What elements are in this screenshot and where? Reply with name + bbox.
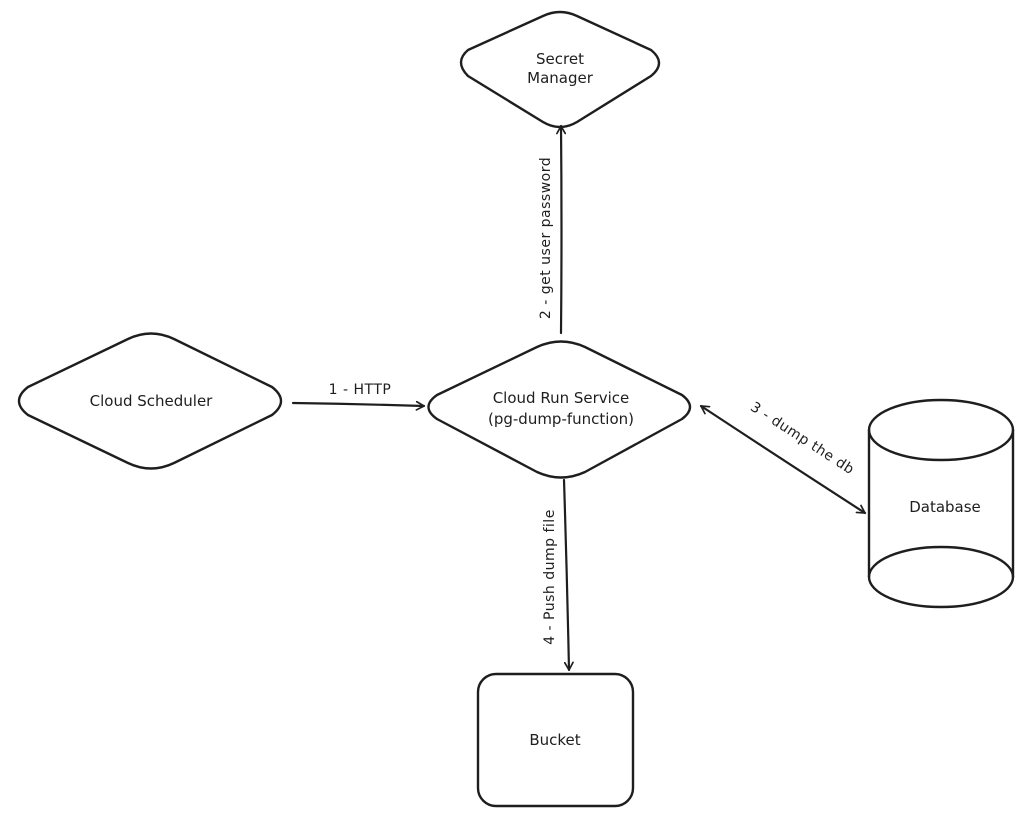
database-label: Database [909, 498, 981, 516]
edge-dump-db-label: 3 - dump the db [747, 399, 857, 478]
edge-http-label: 1 - HTTP [329, 382, 392, 398]
edge-dump-db[interactable]: 3 - dump the db [699, 399, 867, 515]
secret-manager-label-line1: Secret [536, 50, 584, 68]
database-node[interactable]: Database [867, 398, 1015, 609]
cloud-run-service-label-line2: (pg-dump-function) [488, 410, 634, 428]
edge-get-password[interactable]: 2 - get user password [538, 124, 567, 335]
cloud-run-service-label-line1: Cloud Run Service [493, 389, 630, 407]
bucket-node[interactable]: Bucket [476, 672, 635, 808]
edge-push-dump[interactable]: 4 - Push dump file [542, 478, 574, 672]
bucket-label: Bucket [529, 731, 580, 749]
secret-manager-label-line2: Manager [527, 69, 594, 87]
cloud-scheduler-label: Cloud Scheduler [90, 392, 214, 410]
edge-push-dump-label: 4 - Push dump file [542, 509, 558, 645]
cloud-scheduler-node[interactable]: Cloud Scheduler [17, 332, 283, 470]
edge-http[interactable]: 1 - HTTP [291, 382, 426, 411]
cloud-run-service-node[interactable]: Cloud Run Service (pg-dump-function) [427, 340, 692, 479]
secret-manager-node[interactable]: Secret Manager [459, 10, 661, 129]
edge-get-password-label: 2 - get user password [538, 157, 554, 319]
